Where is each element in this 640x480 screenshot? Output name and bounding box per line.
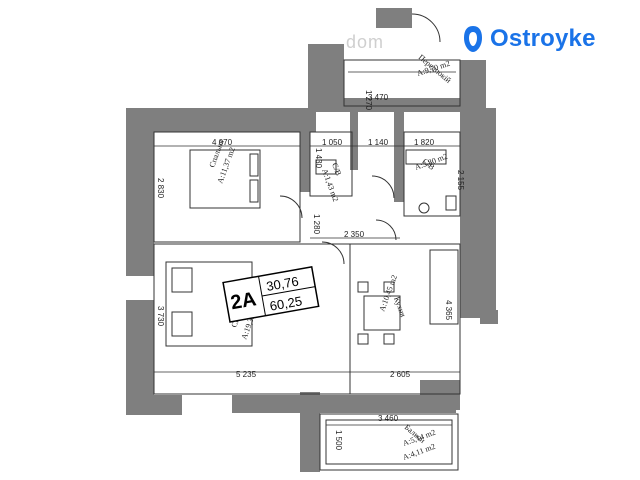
dim-bath2-width: 1 820 [414,138,435,147]
dim-kitchen-width: 2 605 [390,370,411,379]
dim-balcony-height: 1 500 [334,430,343,451]
unit-code: 2A [229,288,258,314]
dim-kitchen-height: 4 365 [444,300,453,321]
room-bath1-name: С/В [330,162,343,177]
dim-bed1-width: 4 070 [212,138,233,147]
unit-area-living: 30,76 [265,274,300,294]
dim-corridor-width: 1 140 [368,138,389,147]
dim-bed2-height: 3 730 [156,306,165,327]
dim-bath1-height: 1 430 [314,148,323,169]
dim-bath1-width: 1 050 [322,138,343,147]
dim-bath2-height: 2 155 [456,170,465,191]
unit-area-total: 60,25 [269,293,304,313]
walls [126,8,498,472]
room-kitchen-name: Кухня [392,296,408,319]
dim-bed1-height: 2 830 [156,178,165,199]
dim-balcony-width: 3 460 [378,414,399,423]
ostroyke-logo-icon [464,26,482,52]
dim-door-width: 1 280 [312,214,321,235]
dim-hall-width: 3 470 [368,93,389,102]
dim-hall-height: 1 270 [364,90,373,111]
dim-corridor-len: 2 350 [344,230,365,239]
dimension-labels: 1 270 3 470 4 070 1 050 1 140 1 820 2 83… [156,90,465,451]
brand-name: Ostroyke [490,25,596,52]
watermark: dom [346,32,385,52]
brand[interactable]: Ostroyke [462,22,596,56]
dim-bed2-width: 5 235 [236,370,257,379]
unit-badge: 2A 30,76 60,25 [222,266,320,323]
